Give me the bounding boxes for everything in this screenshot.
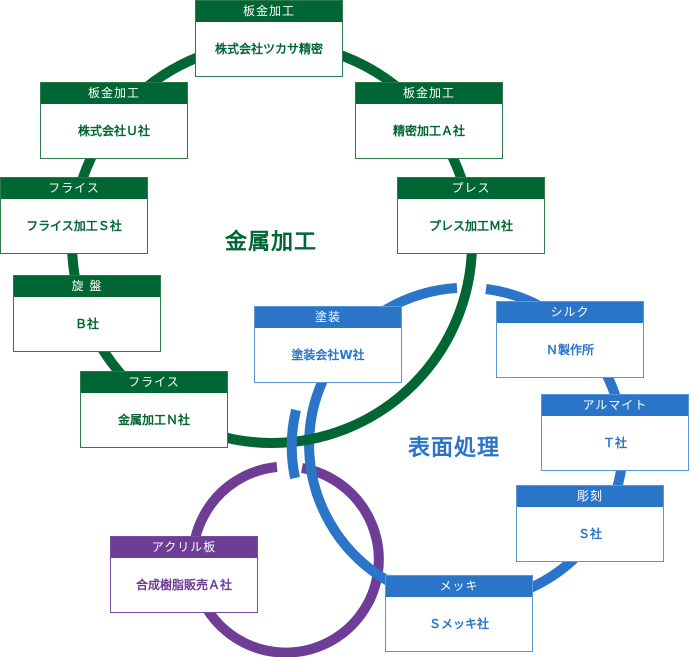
node-category: アクリル板: [111, 537, 257, 558]
node-category: 板金加工: [41, 83, 187, 104]
node-category: アルマイト: [542, 395, 688, 416]
node-u[interactable]: 板金加工 株式会社Ｕ社: [40, 82, 188, 159]
node-company: フライス加工Ｓ社: [26, 219, 122, 233]
surface-ring-overlap: [286, 408, 301, 480]
node-s-milling[interactable]: フライス フライス加工Ｓ社: [0, 177, 148, 254]
node-s-plating[interactable]: メッキ Ｓメッキ社: [385, 575, 533, 652]
node-company: 株式会社Ｕ社: [77, 124, 150, 138]
node-category: メッキ: [386, 576, 532, 597]
node-company: 塗装会社W社: [291, 348, 365, 362]
node-category: 板金加工: [196, 1, 342, 22]
node-company: Ｂ社: [74, 317, 99, 331]
node-category: フライス: [1, 178, 147, 199]
node-category: 旋 盤: [14, 276, 160, 297]
node-company: Ｓメッキ社: [428, 617, 489, 631]
node-company: プレス加工Ｍ社: [428, 219, 513, 233]
node-company: Ｎ製作所: [545, 343, 594, 357]
node-n-silk[interactable]: シルク Ｎ製作所: [496, 301, 644, 378]
node-s-engrave[interactable]: 彫刻 Ｓ社: [516, 485, 664, 562]
node-category: シルク: [497, 302, 643, 323]
node-a-acrylic[interactable]: アクリル板 合成樹脂販売Ａ社: [110, 536, 258, 613]
node-category: プレス: [398, 178, 544, 199]
acrylic-ring: [187, 462, 384, 657]
node-category: 彫刻: [517, 486, 663, 507]
node-company: Ｔ社: [602, 436, 627, 450]
node-a-precision[interactable]: 板金加工 精密加工Ａ社: [355, 82, 503, 159]
node-m-press[interactable]: プレス プレス加工Ｍ社: [397, 177, 545, 254]
node-company: 合成樹脂販売Ａ社: [135, 578, 232, 592]
node-category: 塗装: [255, 307, 401, 328]
node-company: 金属加工Ｎ社: [117, 413, 190, 427]
node-t-alumite[interactable]: アルマイト Ｔ社: [541, 394, 689, 471]
surface-treatment-title: 表面処理: [408, 436, 501, 461]
node-company: 精密加工Ａ社: [392, 124, 465, 138]
node-tsukasa[interactable]: 板金加工 株式会社ツカサ精密: [195, 0, 343, 77]
node-w-paint[interactable]: 塗装 塗装会社W社: [254, 306, 402, 383]
metal-processing-title: 金属加工: [225, 230, 318, 255]
node-n-metal[interactable]: フライス 金属加工Ｎ社: [80, 371, 228, 448]
node-category: 板金加工: [356, 83, 502, 104]
node-category: フライス: [81, 372, 227, 393]
node-b-lathe[interactable]: 旋 盤 Ｂ社: [13, 275, 161, 352]
node-company: Ｓ社: [577, 527, 602, 541]
node-company: 株式会社ツカサ精密: [214, 42, 323, 56]
